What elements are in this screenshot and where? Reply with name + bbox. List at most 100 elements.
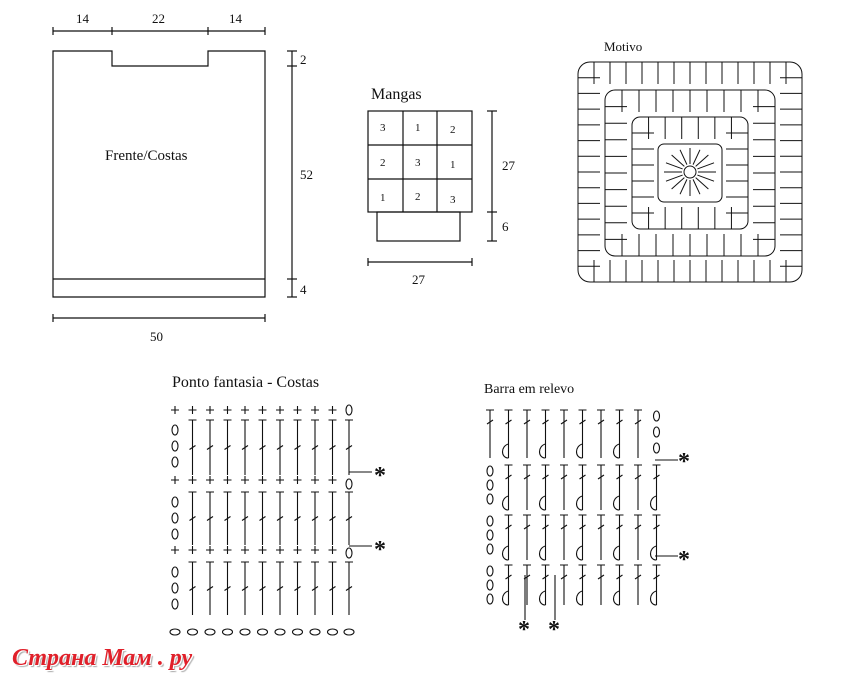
motivo-stitch <box>671 177 685 190</box>
chain-stitch-symbol <box>171 496 179 508</box>
frente-outline <box>52 50 266 298</box>
mangas-right-dim-bottom: 6 <box>502 219 509 234</box>
single-crochet-symbol <box>276 546 284 554</box>
double-crochet-symbol <box>311 491 319 545</box>
chain-stitch-symbol <box>345 478 353 490</box>
ponto-fantasia-label: Ponto fantasia - Costas <box>172 374 320 391</box>
motivo-stitch <box>665 174 683 182</box>
single-crochet-symbol <box>241 406 249 414</box>
motivo-stitch <box>679 149 688 165</box>
ponto-fantasia-chart <box>169 404 372 636</box>
single-crochet-symbol <box>311 406 319 414</box>
post-stitch-hook <box>612 495 620 511</box>
barra-relevo-chart <box>486 409 678 620</box>
post-stitch-hook <box>649 495 657 511</box>
double-crochet-symbol <box>258 561 267 615</box>
relief-stitch-symbol <box>634 464 642 510</box>
single-crochet-symbol <box>311 476 319 484</box>
motivo-chart <box>577 61 803 283</box>
mangas-cell: 1 <box>415 122 421 134</box>
double-crochet-symbol <box>223 561 232 615</box>
relief-stitch-symbol <box>504 409 513 458</box>
motivo-stitch <box>697 174 715 182</box>
relief-stitch-symbol <box>578 409 587 458</box>
motivo-stitch <box>697 162 715 170</box>
relief-stitch-symbol <box>597 514 605 560</box>
motivo-stitch <box>695 177 709 190</box>
single-crochet-symbol <box>188 546 197 554</box>
relief-stitch-symbol <box>541 464 550 510</box>
single-crochet-symbol <box>241 476 249 484</box>
chain-stitch-symbol <box>486 543 494 555</box>
double-crochet-symbol <box>328 491 337 545</box>
barra-marker-star: * <box>678 449 690 475</box>
double-crochet-symbol <box>345 491 353 545</box>
chain-stitch-symbol <box>274 628 286 636</box>
chain-stitch-symbol <box>171 424 179 436</box>
post-stitch-hook <box>575 443 583 459</box>
post-stitch-hook <box>538 545 546 561</box>
double-crochet-symbol <box>328 561 337 615</box>
mangas-cell: 1 <box>450 159 456 171</box>
chain-stitch-symbol <box>171 598 179 610</box>
post-stitch-hook <box>612 590 620 606</box>
frente-costas-label: Frente/Costas <box>105 148 188 164</box>
chain-stitch-symbol <box>486 515 494 527</box>
single-crochet-symbol <box>171 476 179 484</box>
chain-stitch-symbol <box>343 628 355 636</box>
mangas-label: Mangas <box>371 86 422 103</box>
relief-stitch-symbol <box>504 564 513 605</box>
frente-costas-schematic <box>52 27 297 322</box>
chain-stitch-symbol <box>326 628 339 636</box>
chain-stitch-symbol <box>652 426 661 438</box>
motivo-stitch <box>665 162 683 170</box>
relief-stitch-symbol <box>615 464 624 510</box>
chain-stitch-symbol <box>486 593 494 605</box>
motivo-center-ring <box>683 165 697 179</box>
post-stitch-hook <box>501 590 509 606</box>
chain-stitch-symbol <box>652 442 661 454</box>
relief-stitch-symbol <box>541 514 550 560</box>
relief-stitch-symbol <box>541 564 550 605</box>
post-stitch-hook <box>612 545 620 561</box>
right-dim-middle: 52 <box>300 167 313 182</box>
mangas-bottom-dim: 27 <box>412 272 425 287</box>
top-dim-left: 14 <box>76 11 89 26</box>
double-crochet-symbol <box>241 561 249 615</box>
ponto-marker-star: * <box>374 463 386 489</box>
barra-marker-star: * <box>518 617 530 643</box>
ponto-marker-star: * <box>374 537 386 563</box>
top-dim-right: 14 <box>229 11 242 26</box>
motivo-stitch <box>679 179 688 195</box>
single-crochet-symbol <box>311 546 319 554</box>
motivo-stitch <box>695 154 709 167</box>
double-crochet-symbol <box>223 491 232 545</box>
double-crochet-symbol <box>328 419 337 475</box>
double-crochet-symbol <box>293 419 302 475</box>
row-marker-line <box>524 575 556 620</box>
post-stitch-hook <box>501 443 509 459</box>
motivo-stitch <box>692 149 701 165</box>
mangas-right-dim-top: 27 <box>502 158 515 173</box>
post-stitch-hook <box>575 545 583 561</box>
motivo-stitch <box>692 179 701 195</box>
double-crochet-symbol <box>223 419 232 475</box>
chain-stitch-symbol <box>171 566 179 578</box>
relief-stitch-symbol <box>523 514 531 560</box>
post-stitch-hook <box>501 545 509 561</box>
double-crochet-symbol <box>276 419 284 475</box>
chain-stitch-symbol <box>345 404 353 416</box>
double-crochet-symbol <box>276 561 284 615</box>
single-crochet-symbol <box>223 546 232 554</box>
chain-stitch-symbol <box>291 628 304 636</box>
single-crochet-symbol <box>206 546 214 554</box>
single-crochet-symbol <box>328 406 337 414</box>
post-stitch-hook <box>538 443 546 459</box>
relief-stitch-symbol <box>615 409 624 458</box>
post-stitch-hook <box>538 495 546 511</box>
relief-stitch-symbol <box>652 514 661 560</box>
top-dim-center: 22 <box>152 11 165 26</box>
double-crochet-symbol <box>206 419 214 475</box>
chain-stitch-symbol <box>486 479 494 491</box>
chain-stitch-symbol <box>171 582 179 594</box>
